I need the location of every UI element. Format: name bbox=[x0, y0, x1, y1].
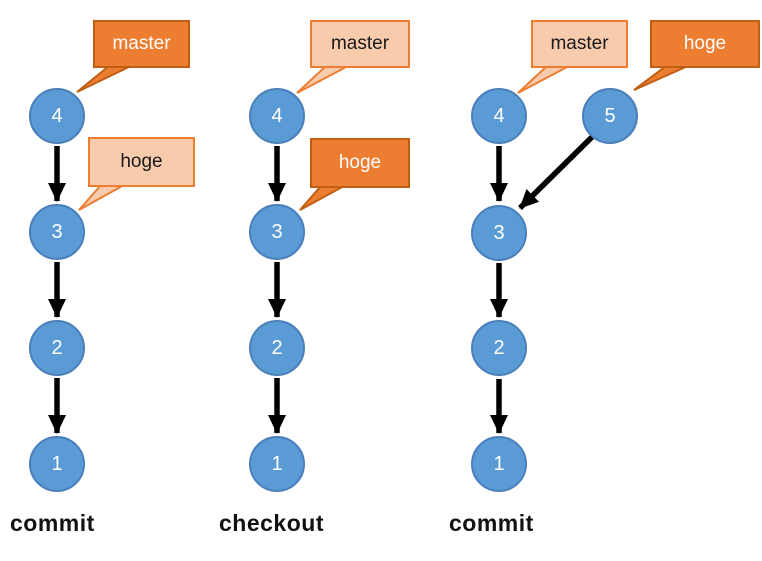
callout-tail-hoge-col3 bbox=[633, 65, 689, 91]
commit-node-3-col1: 3 bbox=[29, 204, 85, 260]
commit-node-4-col3: 4 bbox=[471, 88, 527, 144]
commit-node-4-col2: 4 bbox=[249, 88, 305, 144]
edge-arrow-5-3-col3 bbox=[518, 135, 594, 210]
commit-node-4-col1: 4 bbox=[29, 88, 85, 144]
caption-commit-col1: commit bbox=[10, 510, 95, 536]
commit-node-3-col3: 3 bbox=[471, 205, 527, 261]
caption-commit-col3: commit bbox=[449, 510, 534, 536]
branch-label-hoge: hoge bbox=[338, 152, 382, 173]
branch-label-master: master bbox=[550, 33, 609, 54]
callout-tail-master-col3 bbox=[517, 65, 570, 94]
commit-node-2-col2: 2 bbox=[249, 320, 305, 376]
branch-callout-master-col2: master bbox=[310, 20, 410, 68]
branch-callout-hoge-col3: hoge bbox=[650, 20, 760, 68]
branch-callout-master-col1: master bbox=[93, 20, 190, 68]
callout-tail-master-col2 bbox=[296, 65, 349, 94]
callout-tail-hoge-col2 bbox=[299, 185, 345, 211]
branch-callout-master-col3: master bbox=[531, 20, 628, 68]
caption-checkout-col2: checkout bbox=[219, 510, 324, 536]
commit-node-1-col1: 1 bbox=[29, 436, 85, 492]
commit-node-1-col2: 1 bbox=[249, 436, 305, 492]
commit-node-1-col3: 1 bbox=[471, 436, 527, 492]
commit-node-3-col2: 3 bbox=[249, 204, 305, 260]
commit-node-2-col3: 2 bbox=[471, 320, 527, 376]
branch-label-hoge: hoge bbox=[683, 33, 727, 54]
commit-node-5-col3: 5 bbox=[582, 88, 638, 144]
callout-tail-master-col1 bbox=[76, 65, 132, 93]
commit-node-2-col1: 2 bbox=[29, 320, 85, 376]
callout-tail-hoge-col1 bbox=[78, 184, 128, 211]
branch-label-master: master bbox=[112, 33, 171, 54]
branch-callout-hoge-col2: hoge bbox=[310, 138, 410, 188]
branch-label-hoge: hoge bbox=[120, 151, 163, 172]
branch-label-master: master bbox=[330, 33, 390, 54]
branch-callout-hoge-col1: hoge bbox=[88, 137, 195, 187]
